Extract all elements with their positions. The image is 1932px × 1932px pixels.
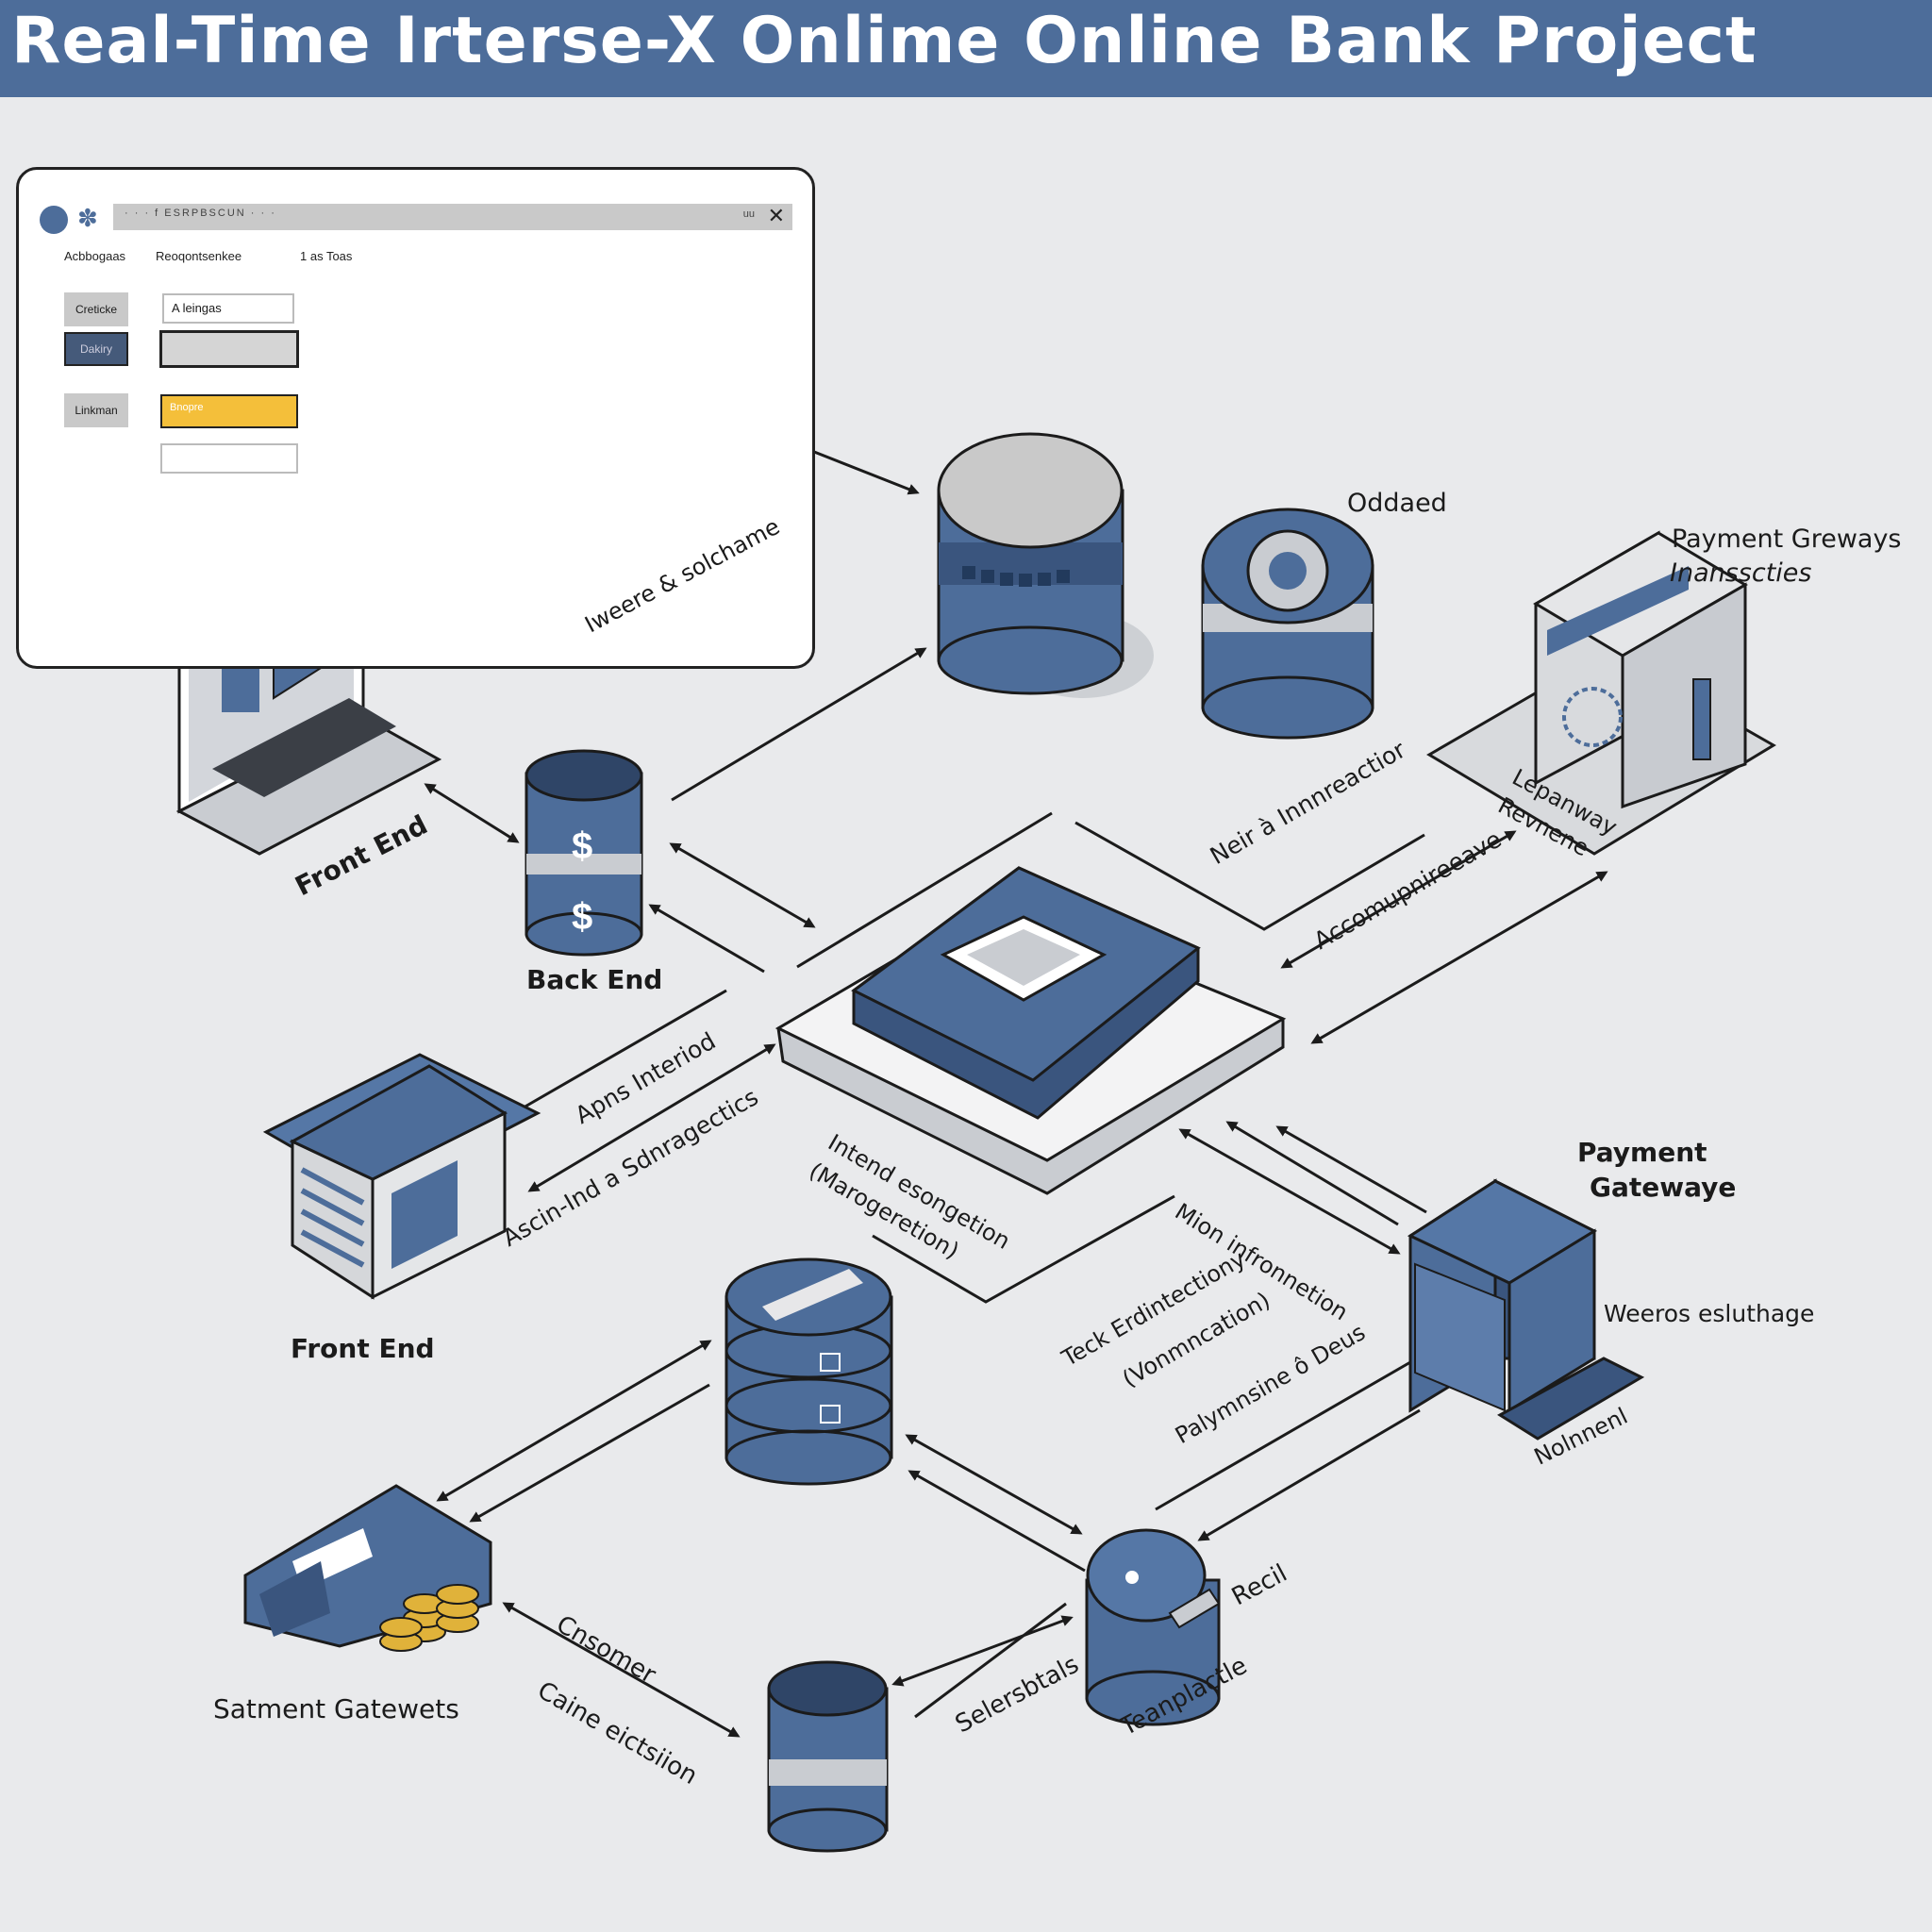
wallet-icon: [243, 1484, 492, 1652]
app-mockup-window: ✽ · · · f ESRPBSCUN · · · uu ✕ Acbbogaas…: [16, 167, 815, 669]
arrow-ascin: [527, 1043, 776, 1192]
title-bar: Real-Time Irterse-X Onlime Online Bank P…: [0, 0, 1932, 97]
arrow-stack-pot: [905, 1434, 1083, 1535]
settings-icon: ✽: [77, 204, 98, 232]
connectors: [389, 434, 1608, 1738]
label-payment-gateway-title: Payment: [1577, 1137, 1707, 1168]
close-icon[interactable]: ✕: [767, 204, 785, 227]
payment-gateway-server-icon: [1407, 1178, 1645, 1441]
delivery-button[interactable]: Dakiry: [64, 332, 128, 366]
line-hub-up: [796, 811, 1053, 969]
dollar-icon: $: [572, 896, 592, 938]
label-weeros-esluthage: Weeros esluthage: [1604, 1300, 1815, 1327]
bottom-database-icon: [767, 1660, 889, 1853]
label-front-end-2: Front End: [291, 1333, 435, 1364]
arrow-payment-1: [1178, 1128, 1401, 1255]
dollar-icon: $: [572, 825, 592, 867]
text-field[interactable]: [160, 443, 298, 474]
line-db-pot: [914, 1602, 1067, 1719]
column-header: Reoqontsenkee: [156, 249, 242, 263]
backend-database-icon: $ $: [525, 749, 643, 957]
arrow-recil: [1197, 1408, 1421, 1541]
arrow-backend-hub-2: [648, 904, 765, 974]
address-bar[interactable]: · · · f ESRPBSCUN · · · uu ✕: [113, 204, 792, 230]
frontend-server-icon: [262, 1053, 541, 1300]
app-logo-icon: [40, 206, 68, 234]
page-title: Real-Time Irterse-X Onlime Online Bank P…: [11, 4, 1757, 78]
oddaed-database-icon: [1201, 508, 1374, 740]
label-payment-greways: Payment Greways: [1672, 525, 1902, 554]
label-back-end: Back End: [526, 964, 663, 995]
text-field[interactable]: [159, 330, 299, 368]
text-field[interactable]: A leingas: [162, 293, 294, 324]
label-payment-gateway-sub: Gatewaye: [1590, 1172, 1737, 1203]
label-satment-gatewets: Satment Gatewets: [213, 1693, 459, 1724]
arrow-gateway-top: [1310, 871, 1608, 1044]
arrow-backend-hub: [669, 842, 816, 928]
arrow-db-pot: [891, 1615, 1074, 1687]
label-oddaed: Oddaed: [1347, 489, 1447, 518]
stacked-database-icon: [724, 1257, 893, 1486]
column-header: Acbbogaas: [64, 249, 126, 263]
keyboard-icon: [1497, 1357, 1645, 1441]
arrow-backend-database: [671, 647, 927, 802]
arrow-wallet-stack-2: [469, 1383, 710, 1523]
address-text: · · · f ESRPBSCUN · · ·: [125, 208, 276, 219]
column-header: 1 as Toas: [300, 249, 353, 263]
recil-database-icon: [1085, 1528, 1221, 1726]
central-server-hub-icon: [774, 866, 1287, 1195]
label-inansscties: Inansscties: [1670, 558, 1812, 588]
arrow-payment-2: [1225, 1121, 1399, 1226]
main-database-icon: [937, 432, 1154, 698]
line-intend: [872, 1194, 1175, 1304]
arrow-frontend-backend: [424, 783, 520, 843]
minimize-button[interactable]: uu: [742, 208, 755, 220]
arrow-payment-3: [1275, 1125, 1427, 1214]
linkman-button[interactable]: Linkman: [64, 393, 128, 427]
payment-gateways-device-icon: [1426, 530, 1776, 856]
arrow-wallet-stack: [436, 1340, 712, 1502]
arrow-customer: [502, 1602, 741, 1738]
submit-field[interactable]: Bnopre: [160, 394, 298, 428]
create-button[interactable]: Creticke: [64, 292, 128, 326]
arrow-paym-dues: [1155, 1349, 1427, 1511]
arrow-stack-pot-2: [908, 1470, 1086, 1573]
